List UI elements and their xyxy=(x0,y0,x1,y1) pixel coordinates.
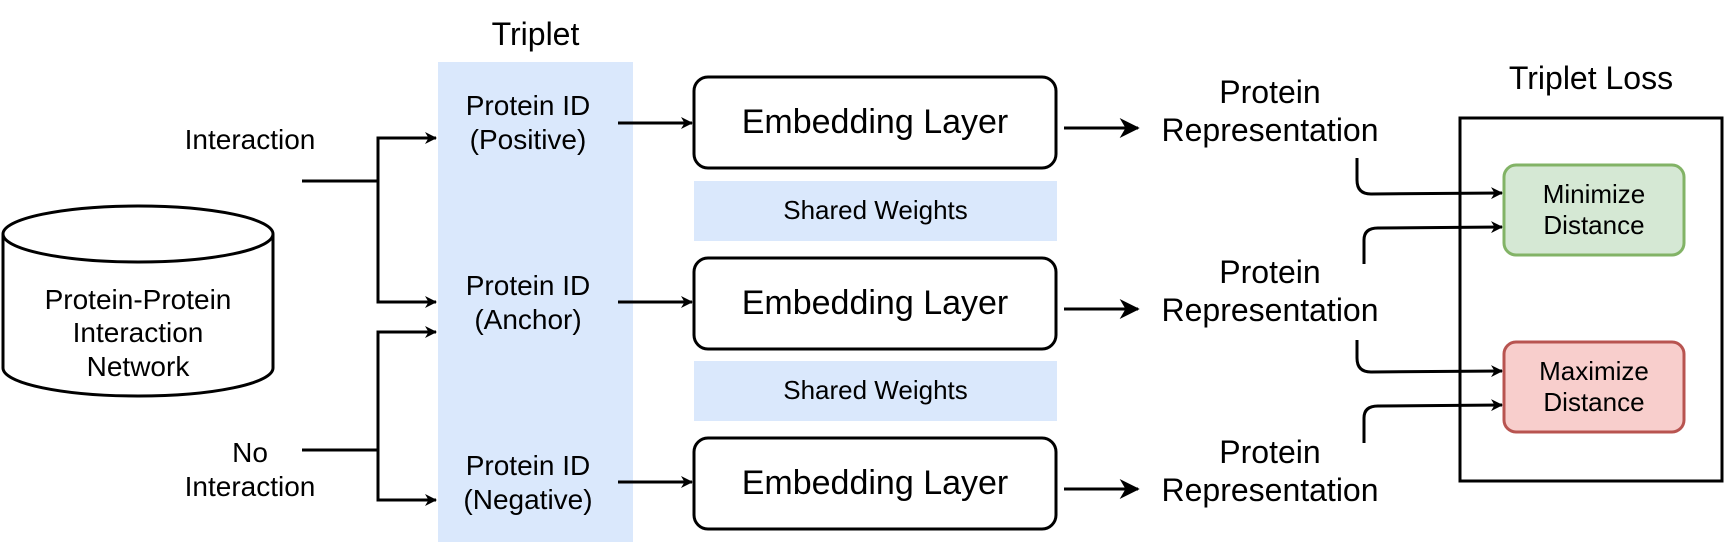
triplet-band xyxy=(438,62,633,542)
shared-weights-label-2: Shared Weights xyxy=(783,375,968,406)
maximize-box xyxy=(1502,340,1686,434)
shared-weights-label-1: Shared Weights xyxy=(783,195,968,226)
input-anchor: Protein ID (Anchor) xyxy=(465,270,591,335)
embedding-label-1: Embedding Layer xyxy=(741,103,1009,142)
connector-no-interaction-anchor xyxy=(302,326,437,452)
arrow-rep2-maximize xyxy=(1355,340,1503,378)
embedding-box-3 xyxy=(692,436,1058,531)
embedding-box-2 xyxy=(692,256,1058,351)
connector-no-interaction xyxy=(376,450,437,506)
arrow-rep1-minimize xyxy=(1355,158,1503,200)
input-positive: Protein ID (Positive) xyxy=(465,90,591,155)
triplet-loss-title: Triplet Loss xyxy=(1508,59,1674,96)
minimize-box xyxy=(1502,163,1686,257)
database-cylinder xyxy=(1,204,275,398)
embedding-box-1 xyxy=(692,75,1058,170)
minimize-label: Minimize Distance xyxy=(1542,178,1646,240)
connector-interaction-anchor xyxy=(376,181,437,308)
database-label: Protein-Protein Interaction Network xyxy=(44,283,232,382)
connector-interaction xyxy=(302,132,437,183)
representation-label-1: Protein Representation xyxy=(1161,73,1379,148)
input-negative: Protein ID (Negative) xyxy=(463,450,593,515)
representation-label-3: Protein Representation xyxy=(1161,433,1379,508)
maximize-label: Maximize Distance xyxy=(1539,355,1649,417)
shared-weights-band-2 xyxy=(694,361,1057,421)
embedding-label-2: Embedding Layer xyxy=(741,284,1009,323)
shared-weights-band-1 xyxy=(694,181,1057,241)
edge-label-interaction: Interaction xyxy=(184,124,316,156)
representation-label-2: Protein Representation xyxy=(1161,253,1379,328)
edge-label-no-interaction: No Interaction xyxy=(184,437,316,502)
arrow-rep3-maximize xyxy=(1362,399,1503,443)
embedding-label-3: Embedding Layer xyxy=(741,464,1009,503)
triplet-title: Triplet xyxy=(491,15,580,52)
arrow-rep2-minimize xyxy=(1362,221,1503,264)
